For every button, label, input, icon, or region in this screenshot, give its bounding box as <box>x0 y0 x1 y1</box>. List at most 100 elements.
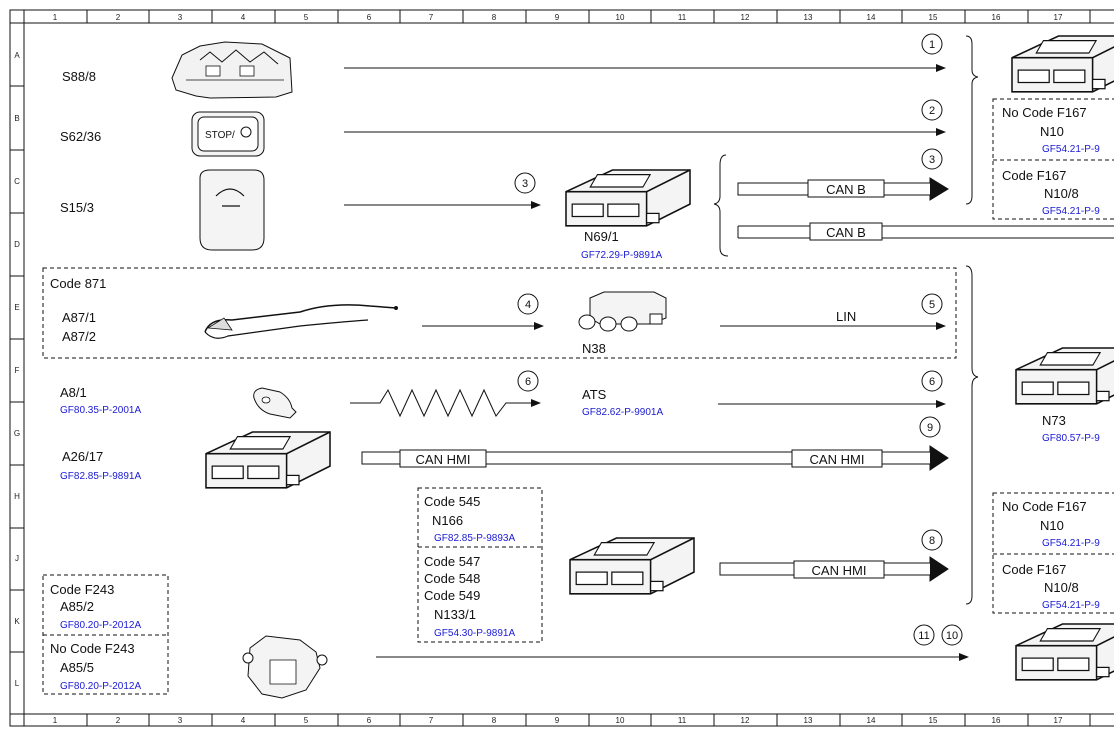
can-b-bus-arrow: CAN B <box>737 177 949 201</box>
label-n10: N10 <box>1040 124 1064 139</box>
marker-circle-1 <box>921 33 943 55</box>
can-b-label: CAN B <box>826 182 866 197</box>
col-label: 11 <box>678 13 687 22</box>
marker-circle-8 <box>921 529 943 551</box>
ref-ats[interactable]: GF82.62-P-9901A <box>582 407 663 418</box>
ref-a85-5[interactable]: GF80.20-P-2012A <box>60 681 141 692</box>
marker-circle-5 <box>921 293 943 315</box>
label-no-code-f167: No Code F167 <box>1002 499 1087 514</box>
stop-button-text: STOP/ <box>205 130 235 141</box>
brace <box>713 154 729 257</box>
row-label: C <box>14 177 20 186</box>
marker-number: 6 <box>525 376 531 388</box>
col-label: 5 <box>304 13 309 22</box>
ref-a85-2[interactable]: GF80.20-P-2012A <box>60 620 141 631</box>
col-label: 8 <box>492 716 497 725</box>
col-label: 4 <box>241 13 246 22</box>
col-label: 7 <box>429 13 434 22</box>
row-label: A <box>14 51 20 60</box>
ref-n10[interactable]: GF54.21-P-9 <box>1042 144 1100 155</box>
label-a85-5: A85/5 <box>60 660 94 675</box>
code-871-box <box>42 267 957 359</box>
label-lin: LIN <box>836 309 856 324</box>
col-label: 5 <box>304 716 309 725</box>
ref-n10-8[interactable]: GF54.21-P-9 <box>1042 206 1100 217</box>
ref-n133-1[interactable]: GF54.30-P-9891A <box>434 628 515 639</box>
marker-number: 9 <box>927 422 933 434</box>
col-label: 3 <box>178 716 183 725</box>
ref-n10[interactable]: GF54.21-P-9 <box>1042 538 1100 549</box>
col-label: 6 <box>367 716 372 725</box>
ref-a8-1[interactable]: GF80.35-P-2001A <box>60 405 141 416</box>
can-b-bus-line: CAN B <box>737 222 1114 241</box>
can-hmi-label: CAN HMI <box>810 452 865 467</box>
row-label: E <box>14 303 19 312</box>
label-no-code-f243: No Code F243 <box>50 641 135 656</box>
n69-ecu-icon <box>565 169 691 227</box>
ecu-icon <box>1015 623 1114 681</box>
marker-circle-11 <box>913 624 935 646</box>
can-hmi-bus-arrow: CAN HMI CAN HMI <box>361 445 949 471</box>
col-label: 12 <box>741 13 750 22</box>
marker-number: 3 <box>522 178 528 190</box>
col-label: 8 <box>492 13 497 22</box>
col-label: 2 <box>116 716 121 725</box>
col-label: 1 <box>53 13 58 22</box>
can-hmi-label: CAN HMI <box>416 452 471 467</box>
marker-number: 11 <box>918 630 929 642</box>
label-code-f167: Code F167 <box>1002 168 1066 183</box>
label-n73: N73 <box>1042 413 1066 428</box>
radio-signal-line <box>350 388 541 418</box>
marker-circle-3 <box>921 148 943 170</box>
brace <box>965 35 979 205</box>
marker-circle-2 <box>921 99 943 121</box>
marker-number: 2 <box>929 105 935 117</box>
ref-n69-1[interactable]: GF72.29-P-9891A <box>581 250 662 261</box>
label-s88-8: S88/8 <box>62 69 96 84</box>
label-code-f243: Code F243 <box>50 582 114 597</box>
label-s15-3: S15/3 <box>60 200 94 215</box>
col-label: 12 <box>741 716 750 725</box>
box-f167-bottom: No Code F167 N10 GF54.21-P-9 Code F167 N… <box>992 492 1114 614</box>
col-label: 9 <box>555 716 560 725</box>
switch-module-icon <box>171 41 293 99</box>
row-label: J <box>15 554 19 563</box>
ref-a26-17[interactable]: GF82.85-P-9891A <box>60 471 141 482</box>
marker-circle-4 <box>517 293 539 315</box>
label-n10-8: N10/8 <box>1044 580 1079 595</box>
marker-circle-9 <box>919 416 941 438</box>
label-n10: N10 <box>1040 518 1064 533</box>
ref-n166[interactable]: GF82.85-P-9893A <box>434 533 515 544</box>
label-no-code-f167: No Code F167 <box>1002 105 1087 120</box>
col-label: 2 <box>116 13 121 22</box>
row-label: K <box>14 617 20 626</box>
label-n69-1: N69/1 <box>584 229 619 244</box>
col-label: 15 <box>929 716 938 725</box>
row-label: F <box>15 366 20 375</box>
label-n10-8: N10/8 <box>1044 186 1079 201</box>
ref-n10-8[interactable]: GF54.21-P-9 <box>1042 600 1100 611</box>
row-label: D <box>14 240 20 249</box>
row-label: H <box>14 492 20 501</box>
marker-circle-3 <box>514 172 536 194</box>
label-code-549: Code 549 <box>424 588 480 603</box>
label-a8-1: A8/1 <box>60 385 87 400</box>
col-label: 1 <box>53 716 58 725</box>
col-label: 9 <box>555 13 560 22</box>
label-n38: N38 <box>582 341 606 356</box>
col-label: 14 <box>867 716 876 725</box>
label-a87-1: A87/1 <box>62 310 96 325</box>
ref-n73[interactable]: GF80.57-P-9 <box>1042 433 1100 444</box>
col-label: 17 <box>1054 716 1063 725</box>
col-label: 15 <box>929 13 938 22</box>
label-a85-2: A85/2 <box>60 599 94 614</box>
antenna-cable-icon <box>204 304 398 339</box>
can-b-label: CAN B <box>826 225 866 240</box>
box-f243: Code F243 A85/2 GF80.20-P-2012A No Code … <box>42 574 169 695</box>
col-label: 10 <box>616 716 625 725</box>
col-label: 3 <box>178 13 183 22</box>
col-label: 11 <box>678 716 687 725</box>
diagram-frame <box>9 9 1114 727</box>
ecu-icon <box>1011 35 1114 93</box>
